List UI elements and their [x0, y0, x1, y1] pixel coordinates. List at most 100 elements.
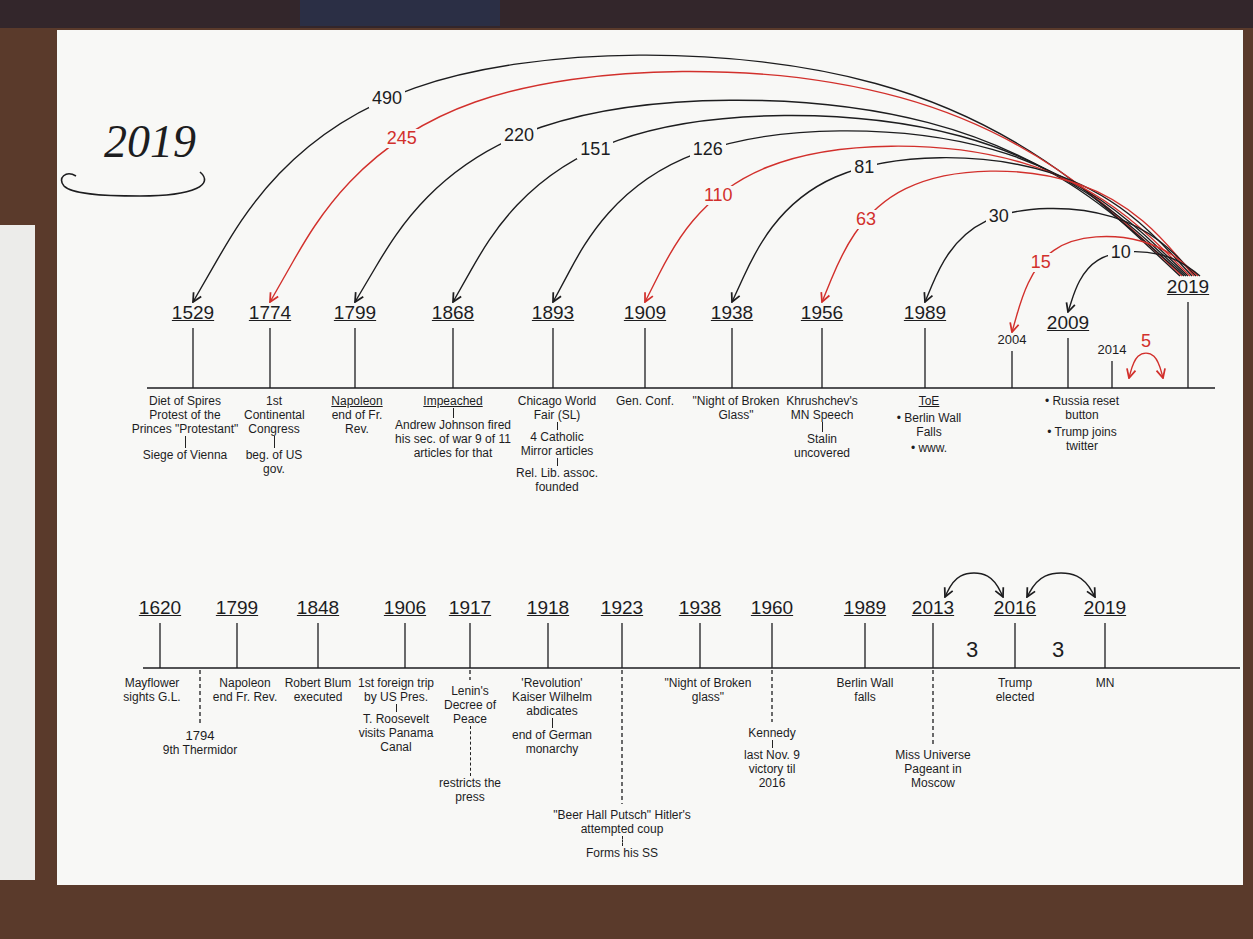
year-label: 1989	[825, 597, 905, 619]
year-tick	[159, 623, 160, 668]
year-tick	[864, 623, 865, 668]
span-arc	[925, 208, 1196, 302]
years-span: 81	[851, 158, 877, 177]
jeans	[300, 0, 500, 26]
event-note: Siege of Vienna	[131, 436, 239, 462]
year-marker: 1956Khrushchev's MN SpeechStalin uncover…	[779, 302, 865, 460]
dashed-drop	[932, 670, 933, 744]
year-label: 1620	[123, 597, 197, 619]
year-marker: 2019	[1163, 276, 1213, 394]
span-arc	[945, 573, 1003, 597]
timeline-axis	[143, 667, 1240, 669]
year-tick	[317, 623, 318, 668]
year-label: 1960	[734, 597, 810, 619]
event-note: • Trump joins twitter	[1038, 422, 1126, 453]
year-marker: 1620Mayflower sights G.L.	[123, 597, 197, 704]
year-label: 2014	[1095, 342, 1129, 357]
years-span: 10	[1108, 243, 1134, 262]
year-tick	[644, 328, 645, 388]
year-tick	[469, 623, 470, 668]
event-note: Napoleon	[321, 394, 393, 408]
years-span: 30	[986, 207, 1012, 226]
year-label: 1989	[881, 302, 969, 324]
event-note: • www.	[885, 439, 973, 455]
paper-sheet	[57, 30, 1243, 885]
year-marker: 1868ImpeachedAndrew Johnson fired his se…	[394, 302, 512, 460]
year-tick	[552, 328, 553, 388]
interval-number: 3	[1052, 638, 1064, 662]
event-note: end of German monarchy	[508, 718, 596, 756]
event-note: Khrushchev's MN Speech	[779, 394, 865, 422]
event-note: MN	[1083, 676, 1127, 690]
event-note: Rel. Lib. assoc. founded	[513, 458, 601, 494]
event-note: Gen. Conf.	[614, 394, 676, 408]
year-label: 1909	[614, 302, 676, 324]
year-label: 2019	[1163, 276, 1213, 298]
event-note: "Beer Hall Putsch" Hitler's attempted co…	[547, 808, 697, 836]
year-tick	[452, 328, 453, 388]
span-arc	[193, 55, 1180, 302]
event-note: Chicago World Fair (SL)	[513, 394, 601, 422]
event-note: "Night of Broken glass"	[654, 676, 762, 704]
year-marker: 2016Trump elected	[982, 597, 1048, 704]
event-note: Impeached	[394, 394, 512, 408]
event-note: ToE	[885, 394, 973, 408]
year-tick	[771, 623, 772, 668]
interval-number: 3	[966, 638, 978, 662]
span-arc	[553, 131, 1188, 302]
year-marker: 17741st Continental Congressbeg. of US g…	[240, 302, 300, 476]
span-arc	[645, 146, 1190, 302]
span-arc	[453, 116, 1186, 302]
event-note: Diet of Spires Protest of the Princes "P…	[131, 394, 239, 436]
year-tick	[269, 328, 270, 388]
event-note: restricts the press	[437, 726, 503, 804]
year-label: 1938	[646, 597, 754, 619]
years-span: 220	[501, 126, 537, 145]
year-label: 1893	[509, 302, 597, 324]
years-span: 126	[690, 140, 726, 159]
year-marker: 1893Chicago World Fair (SL)4 Catholic Mi…	[509, 302, 597, 494]
dashed-drop	[199, 670, 200, 724]
year-marker: 1917Lenin's Decree of Peacerestricts the…	[437, 597, 503, 804]
event-note: 1st Continental Congress	[244, 394, 304, 436]
year-label: 1799	[319, 302, 391, 324]
year-tick	[821, 328, 822, 388]
year-marker: 1799Napoleon end Fr. Rev.	[200, 597, 274, 704]
year-marker: 2013Miss Universe Pageant in Moscow	[885, 597, 981, 790]
side-sheet	[0, 225, 35, 880]
title-swirl	[62, 172, 205, 196]
year-marker: 2014	[1095, 342, 1129, 394]
years-span: 110	[701, 186, 736, 205]
event-note: • Berlin Wall Falls	[885, 408, 973, 439]
span-arc	[732, 158, 1192, 302]
event-note: 'Revolution' Kaiser Wilhelm abdicates	[508, 676, 596, 718]
event-note: Mayflower sights G.L.	[115, 676, 189, 704]
year-label: 1956	[779, 302, 865, 324]
span-arc	[822, 171, 1194, 302]
year-label: 1794	[158, 728, 242, 743]
event-note: • Russia reset button	[1038, 394, 1126, 422]
event-note: 9th Thermidor	[158, 743, 242, 757]
floor-strip	[0, 0, 1253, 28]
event-note: Miss Universe Pageant in Moscow	[885, 748, 981, 790]
year-marker: 1909Gen. Conf.	[614, 302, 676, 408]
year-label: 2013	[885, 597, 981, 619]
year-label: 1529	[139, 302, 247, 324]
dashed-drop	[771, 670, 772, 722]
year-tick	[1014, 623, 1015, 668]
span-arc	[355, 100, 1184, 302]
year-marker: 1848Robert Blum executed	[284, 597, 352, 704]
dashed-drop	[621, 670, 622, 804]
dashed-drop	[469, 670, 470, 680]
year-label: 2004	[994, 332, 1030, 347]
year-marker: 1989Berlin Wall falls	[825, 597, 905, 704]
event-note: Napoleon end Fr. Rev.	[208, 676, 282, 704]
year-label: 1906	[365, 597, 445, 619]
year-tick	[1104, 623, 1105, 668]
year-label: 1799	[200, 597, 274, 619]
year-marker: 1799Napoleonend of Fr. Rev.	[319, 302, 391, 436]
year-marker: 1989ToE• Berlin Wall Falls• www.	[881, 302, 969, 455]
